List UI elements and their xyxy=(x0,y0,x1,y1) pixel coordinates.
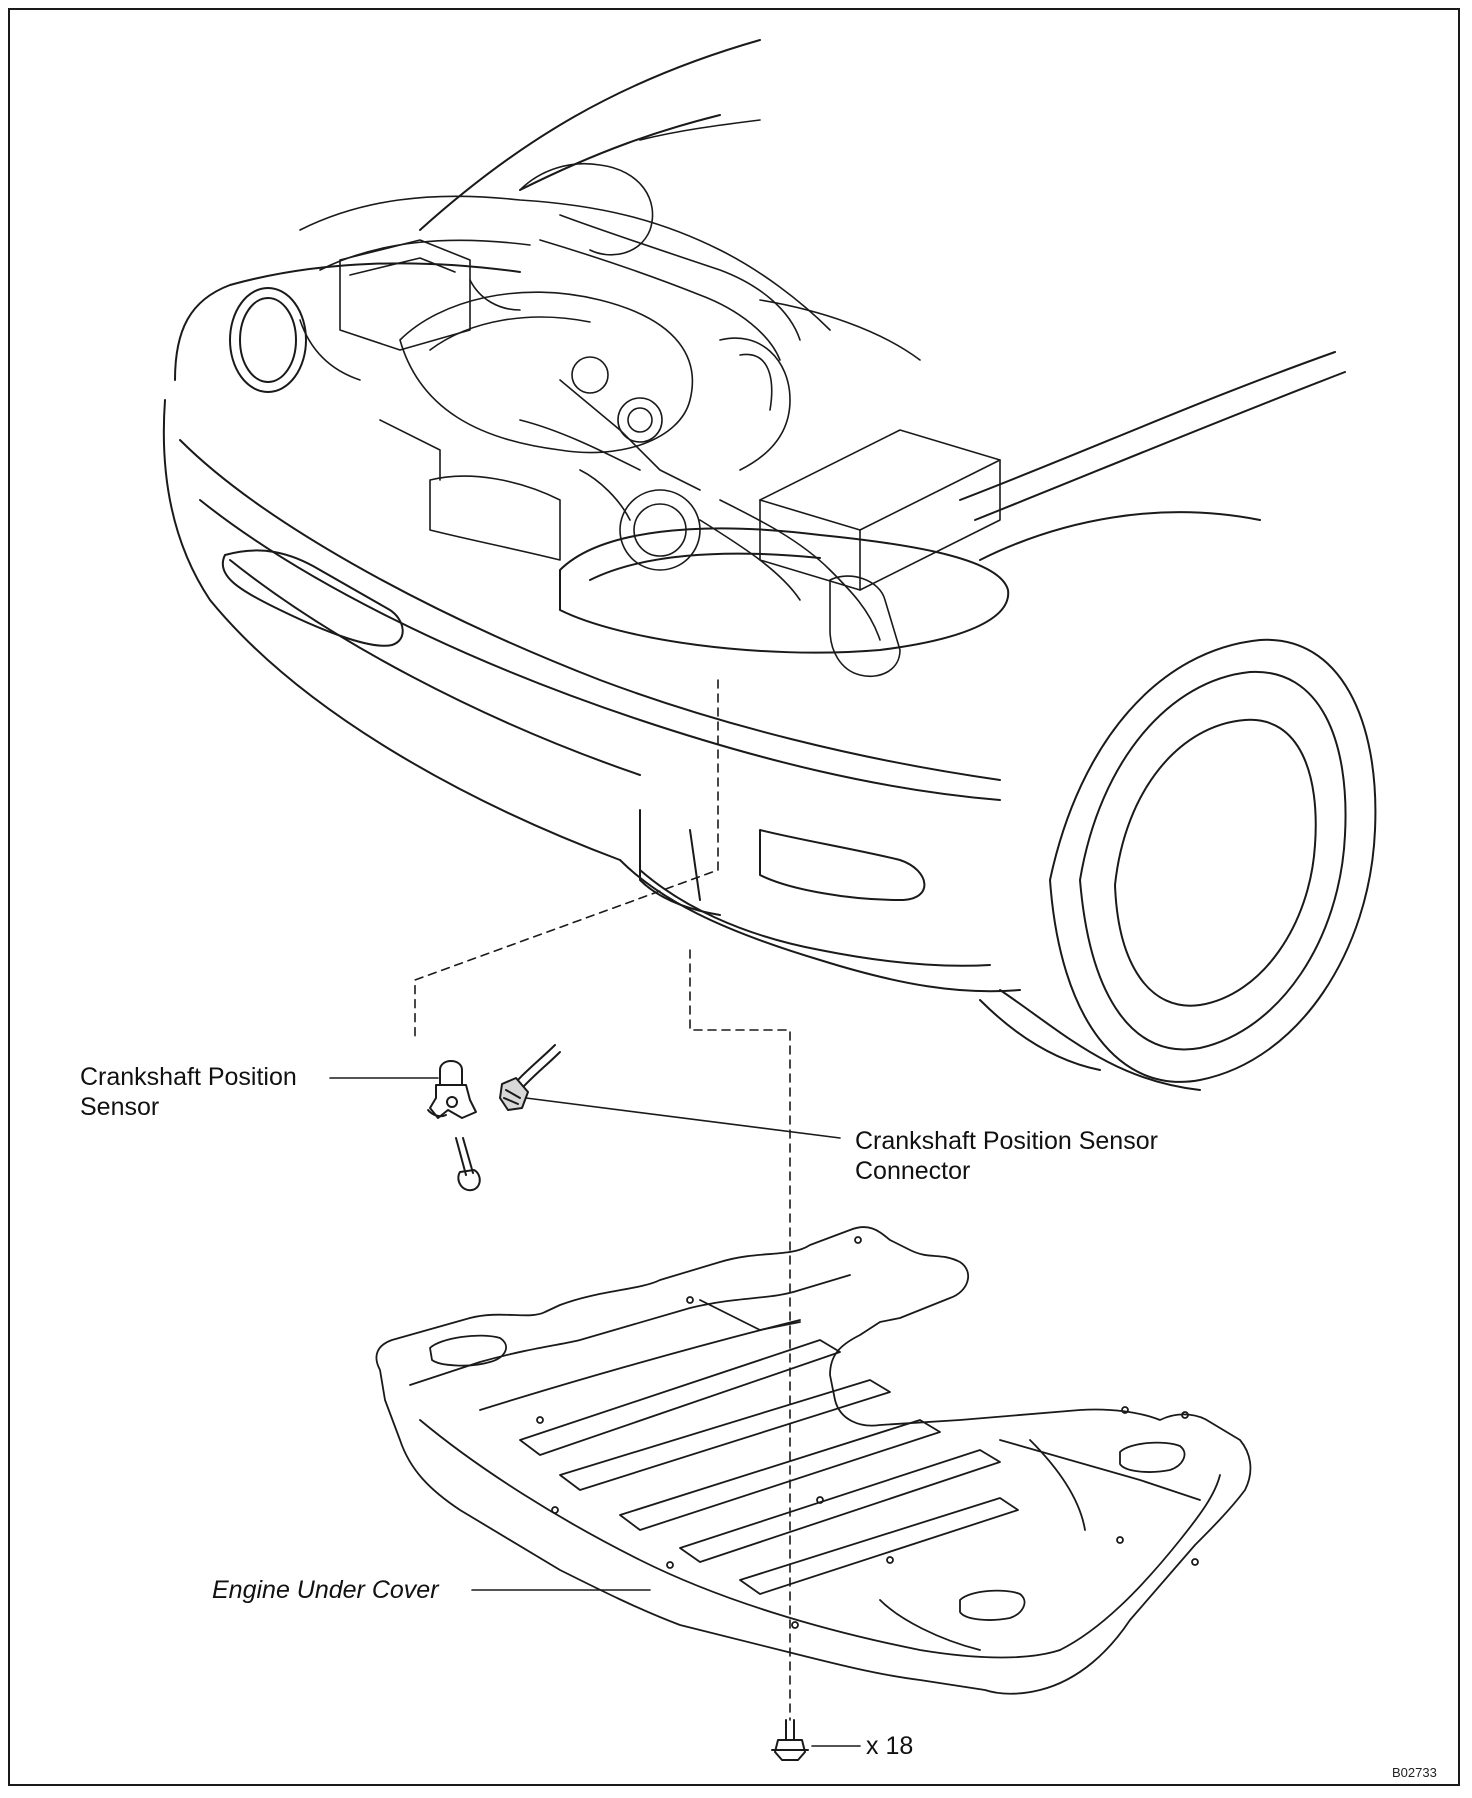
sensor-label-line-2: Sensor xyxy=(80,1093,160,1121)
bolt-quantity-label: x 18 xyxy=(866,1732,914,1760)
front-wheel xyxy=(979,638,1377,1091)
headlights xyxy=(229,287,1010,654)
label-leader-lines xyxy=(329,1077,861,1747)
figure-code: B02733 xyxy=(1392,1765,1437,1780)
connector-label-line-1: Crankshaft Position Sensor xyxy=(855,1127,1158,1155)
car-front-body xyxy=(162,39,1346,993)
assembly-leader-lines xyxy=(414,679,791,1721)
sensor-bolt xyxy=(455,1137,481,1192)
diagram-frame xyxy=(8,8,1460,1786)
connector-label-line-2: Connector xyxy=(855,1157,971,1185)
engine-bay xyxy=(299,119,1001,677)
crankshaft-position-sensor-part xyxy=(427,1060,477,1119)
crankshaft-position-sensor-label: Crankshaft Position Sensor xyxy=(80,1062,297,1122)
crankshaft-position-sensor-connector-part xyxy=(499,1044,561,1111)
engine-under-cover-label: Engine Under Cover xyxy=(212,1576,439,1604)
sensor-label-line-1: Crankshaft Position xyxy=(80,1063,297,1091)
engine-under-cover-part xyxy=(375,1226,1252,1695)
under-cover-bolt xyxy=(771,1719,809,1761)
crankshaft-position-sensor-connector-label: Crankshaft Position Sensor Connector xyxy=(855,1126,1158,1186)
